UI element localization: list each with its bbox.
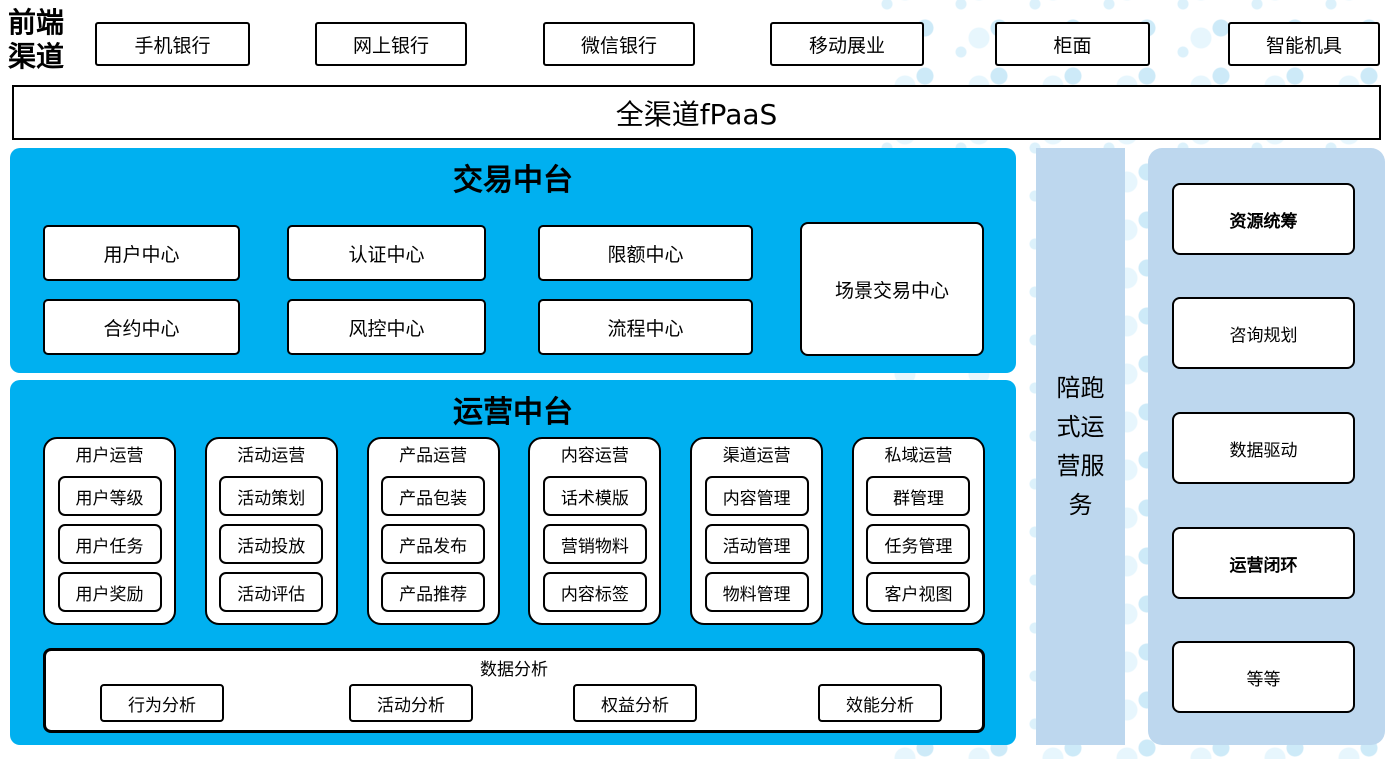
operation-item: 活动投放 <box>219 524 324 564</box>
service-box-operation-loop: 运营闭环 <box>1172 527 1355 599</box>
column-title: 渠道运营 <box>722 446 791 466</box>
center-box-contract: 合约中心 <box>43 299 240 355</box>
trading-platform-title: 交易中台 <box>453 163 573 198</box>
operation-item: 产品发布 <box>381 524 486 564</box>
trading-platform-section: 交易中台 用户中心 认证中心 限额中心 合约中心 风控中心 流程中心 场景交易中… <box>10 148 1016 373</box>
operation-item: 客户视图 <box>866 572 971 612</box>
analysis-box-efficiency: 效能分析 <box>818 684 942 722</box>
column-product-operation: 产品运营 产品包装 产品发布 产品推荐 <box>366 437 500 625</box>
service-box-etc: 等等 <box>1172 641 1355 713</box>
channel-box-online-banking: 网上银行 <box>315 22 467 66</box>
column-title: 私域运营 <box>884 446 953 466</box>
analysis-box-benefit: 权益分析 <box>573 684 697 722</box>
channel-box-counter: 柜面 <box>995 22 1150 66</box>
operation-item: 产品推荐 <box>381 572 486 612</box>
operation-item: 内容标签 <box>542 572 647 612</box>
front-channels-label: 前端渠道 <box>8 6 65 73</box>
center-box-limit: 限额中心 <box>538 225 753 281</box>
operation-item: 用户等级 <box>57 476 162 516</box>
operation-item: 内容管理 <box>704 476 809 516</box>
center-box-process: 流程中心 <box>538 299 753 355</box>
side-service-bar: 陪跑式运营服务 <box>1036 148 1125 745</box>
operation-item: 任务管理 <box>866 524 971 564</box>
operation-item: 用户任务 <box>57 524 162 564</box>
column-content-operation: 内容运营 话术模版 营销物料 内容标签 <box>528 437 662 625</box>
operation-item: 活动策划 <box>219 476 324 516</box>
operations-platform-section: 运营中台 用户运营 用户等级 用户任务 用户奖励 活动运营 活动策划 活动投放 … <box>10 380 1016 745</box>
operations-platform-title: 运营中台 <box>453 395 573 430</box>
service-box-consulting: 咨询规划 <box>1172 297 1355 369</box>
column-title: 产品运营 <box>399 446 468 466</box>
column-title: 用户运营 <box>75 446 144 466</box>
fpaas-bar: 全渠道fPaaS <box>12 85 1381 140</box>
center-box-risk: 风控中心 <box>287 299 486 355</box>
channel-box-mobile-outreach: 移动展业 <box>770 22 924 66</box>
operation-item: 用户奖励 <box>57 572 162 612</box>
channel-box-wechat-banking: 微信银行 <box>543 22 695 66</box>
channel-box-smart-devices: 智能机具 <box>1228 22 1380 66</box>
operation-item: 活动评估 <box>219 572 324 612</box>
operation-item: 话术模版 <box>542 476 647 516</box>
column-user-operation: 用户运营 用户等级 用户任务 用户奖励 <box>43 437 176 625</box>
operation-item: 营销物料 <box>542 524 647 564</box>
column-title: 内容运营 <box>560 446 629 466</box>
side-service-label: 陪跑式运营服务 <box>1056 373 1105 519</box>
operations-columns: 用户运营 用户等级 用户任务 用户奖励 活动运营 活动策划 活动投放 活动评估 … <box>43 437 985 625</box>
service-box-data-driven: 数据驱动 <box>1172 412 1355 484</box>
data-analysis-title: 数据分析 <box>480 660 548 680</box>
operation-item: 群管理 <box>866 476 971 516</box>
service-box-resource-planning: 资源统筹 <box>1172 183 1355 255</box>
analysis-box-behavior: 行为分析 <box>100 684 224 722</box>
operation-item: 活动管理 <box>704 524 809 564</box>
center-box-scenario-trading: 场景交易中心 <box>800 222 984 356</box>
column-channel-operation: 渠道运营 内容管理 活动管理 物料管理 <box>690 437 824 625</box>
right-service-panel: 资源统筹 咨询规划 数据驱动 运营闭环 等等 <box>1148 148 1385 745</box>
analysis-box-activity: 活动分析 <box>349 684 473 722</box>
column-title: 活动运营 <box>237 446 306 466</box>
data-analysis-container: 数据分析 行为分析 活动分析 权益分析 效能分析 <box>43 648 985 733</box>
center-box-user: 用户中心 <box>43 225 240 281</box>
channel-box-mobile-banking: 手机银行 <box>95 22 250 66</box>
column-activity-operation: 活动运营 活动策划 活动投放 活动评估 <box>204 437 338 625</box>
operation-item: 物料管理 <box>704 572 809 612</box>
column-private-domain-operation: 私域运营 群管理 任务管理 客户视图 <box>851 437 985 625</box>
center-box-auth: 认证中心 <box>287 225 486 281</box>
operation-item: 产品包装 <box>381 476 486 516</box>
